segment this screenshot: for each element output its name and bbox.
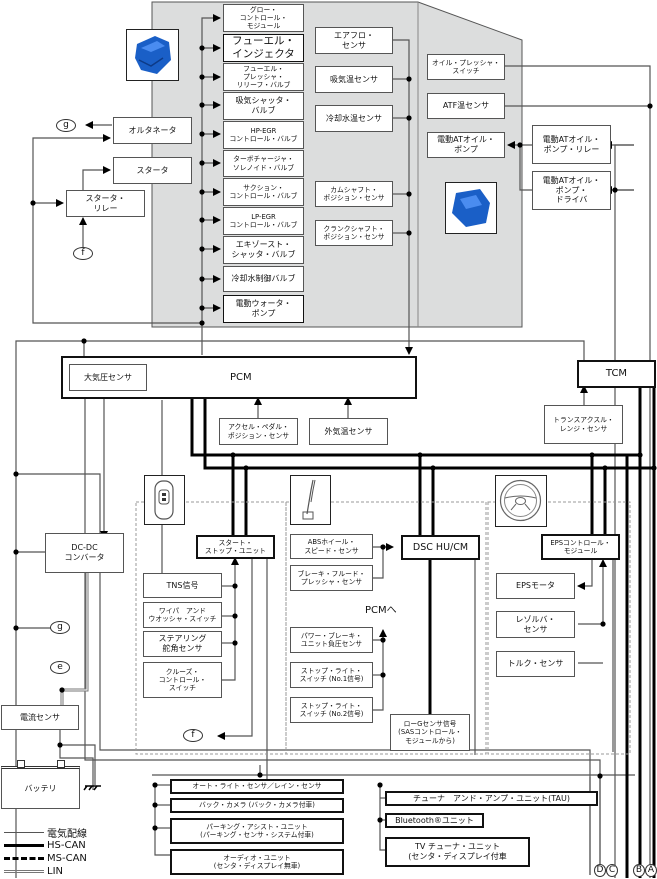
tns-signal: TNS信号 — [143, 573, 222, 598]
intake-shutter-valve: 吸気シャッタ・ バルブ — [223, 92, 304, 120]
hp-egr-control-valve: HP-EGR コントロール・バルブ — [223, 121, 304, 149]
connector-e: e — [50, 661, 70, 674]
legend-wire: 電気配線 — [4, 826, 87, 840]
smart-key-icon — [154, 480, 174, 520]
exhaust-shutter-valve: エキゾースト・ シャッタ・バルブ — [223, 236, 304, 264]
legend-hs-can-line — [4, 843, 44, 847]
transmission-icon — [452, 189, 490, 227]
legend-wire-line — [4, 831, 44, 833]
legend-wire-label: 電気配線 — [47, 828, 87, 840]
pcm-module: 大気圧センサ PCM — [61, 356, 417, 399]
resolver-sensor: レゾルバ・ センサ — [496, 611, 575, 638]
coolant-control-valve: 冷却水制御バルブ — [223, 266, 304, 292]
legend-lin-label: LIN — [47, 865, 64, 877]
atf-temp-sensor: ATF温センサ — [427, 93, 505, 119]
electric-at-oil-pump: 電動ATオイル・ ポンプ — [427, 132, 505, 158]
coolant-temp-sensor: 冷却水温センサ — [315, 105, 393, 132]
steering-wheel-picture — [495, 475, 547, 527]
start-stop-unit: スタート・ ストップ・ユニット — [196, 535, 275, 559]
suction-control-valve: サクション・ コントロール・バルブ — [223, 178, 304, 206]
low-g-sensor-signal: ローGセンサ信号 (SASコントロール・ モジュールから) — [390, 714, 470, 751]
fuel-pressure-relief-valve: フューエル・ プレッシャ・ リリーフ・バルブ — [223, 63, 304, 91]
brake-pedal-icon — [302, 479, 316, 520]
abs-wheel-speed-sensor: ABSホイール・ スピード・センサ — [290, 534, 373, 559]
pcm-label: PCM — [230, 372, 252, 383]
connector-b: B — [633, 864, 645, 877]
steering-wheel-icon — [499, 479, 542, 522]
intake-air-temp-sensor: 吸気温センサ — [315, 66, 393, 93]
tv-tuner-unit: TV チューナ・ユニット (センタ・ディスプレイ付車 — [385, 837, 530, 867]
tuner-amp-unit-tau: チューナ アンド・アンプ・ユニット(TAU) — [385, 791, 598, 806]
eps-control-module: EPSコントロール・ モジュール — [541, 534, 620, 560]
camshaft-position-sensor: カムシャフト・ ポジション・センサ — [315, 181, 393, 207]
glow-control-module: グロー・ コントロール・ モジュール — [223, 4, 304, 32]
engine-icon — [135, 36, 171, 74]
crankshaft-position-sensor: クランクシャフト・ ポジション・センサ — [315, 220, 393, 246]
ambient-temp-sensor: 外気温センサ — [309, 418, 388, 445]
connector-a: A — [645, 864, 657, 877]
legend-hs-can-label: HS-CAN — [47, 839, 86, 851]
torque-sensor: トルク・センサ — [496, 651, 575, 677]
bluetooth-unit: Bluetooth®ユニット — [385, 813, 484, 828]
starter-relay: スタータ・ リレー — [66, 190, 145, 217]
lp-egr-control-valve: LP-EGR コントロール・バルブ — [223, 207, 304, 235]
connector-d: D — [594, 864, 606, 877]
legend-ms-can-line — [4, 856, 44, 860]
current-sensor: 電流センサ — [1, 705, 79, 730]
accelerator-pedal-position-sensor: アクセル・ペダル・ ポジション・センサ — [219, 418, 298, 445]
wiper-washer-switch: ワイパ アンド ウオッシャ・スイッチ — [143, 602, 222, 628]
electric-water-pump: 電動ウォータ・ ポンプ — [223, 295, 304, 323]
brake-pedal-picture — [290, 475, 331, 525]
connector-f-top: f — [73, 247, 93, 260]
connector-g-top: g — [56, 119, 76, 132]
auto-light-rain-sensor: オート・ライト・センサ／レイン・センサ — [170, 779, 344, 794]
legend-ms-can: MS-CAN — [4, 852, 87, 864]
battery-terminal-negative — [17, 760, 25, 768]
back-camera: バック・カメラ (バック・カメラ付車) — [170, 798, 344, 813]
legend-hs-can: HS-CAN — [4, 839, 86, 851]
steering-angle-sensor: ステアリング 舵角センサ — [143, 631, 222, 657]
smart-key-picture — [144, 475, 185, 525]
battery: バッテリ — [1, 766, 80, 809]
stop-light-switch-no2: ストップ・ライト・ スイッチ (No.2信号) — [290, 697, 373, 723]
barometric-pressure-sensor: 大気圧センサ — [69, 364, 147, 391]
transaxle-range-sensor: トランスアクスル・ レンジ・センサ — [544, 405, 623, 444]
connector-g-bottom: g — [50, 621, 70, 634]
parking-assist-unit: パーキング・アシスト・ユニット (パーキング・センサ・システム付車) — [170, 818, 344, 844]
legend-ms-can-label: MS-CAN — [47, 852, 87, 864]
dsc-hu-cm: DSC HU/CM — [401, 535, 480, 560]
brake-fluid-pressure-sensor: ブレーキ・フルード・ プレッシャ・センサ — [290, 565, 373, 591]
battery-label: バッテリ — [24, 783, 57, 793]
airflow-sensor: エアフロ・ センサ — [315, 27, 393, 54]
to-pcm-label: PCMへ — [365, 605, 397, 616]
engine-picture — [126, 29, 179, 81]
connector-f-bottom: f — [183, 729, 203, 742]
electric-at-oil-pump-driver: 電動ATオイル・ ポンプ・ ドライバ — [532, 171, 611, 210]
cruise-control-switch: クルーズ・ コントロール・ スイッチ — [143, 662, 222, 698]
legend-lin: LIN — [4, 865, 63, 877]
battery-terminal-positive — [57, 760, 65, 768]
fuel-injector: フューエル・ インジェクタ — [223, 34, 304, 62]
power-brake-vacuum-sensor: パワー・ブレーキ・ ユニット負圧センサ — [290, 627, 373, 653]
eps-motor: EPSモータ — [496, 573, 575, 599]
transmission-picture — [445, 182, 497, 234]
turbocharger-solenoid-valve: ターボチャージャ・ ソレノイド・バルブ — [223, 150, 304, 177]
legend-lin-line — [4, 869, 44, 873]
starter: スタータ — [113, 157, 192, 184]
stop-light-switch-no1: ストップ・ライト・ スイッチ (No.1信号) — [290, 662, 373, 688]
electric-at-oil-pump-relay: 電動ATオイル・ ポンプ・リレー — [532, 125, 611, 164]
audio-unit: オーディオ・ユニット (センタ・ディスプレイ無車) — [170, 849, 344, 875]
connector-c: C — [606, 864, 618, 877]
alternator: オルタネータ — [113, 117, 192, 144]
dc-dc-converter: DC-DC コンバータ — [45, 533, 124, 573]
tcm-module: TCM — [577, 360, 656, 388]
oil-pressure-switch: オイル・プレッシャ・ スイッチ — [427, 54, 505, 80]
